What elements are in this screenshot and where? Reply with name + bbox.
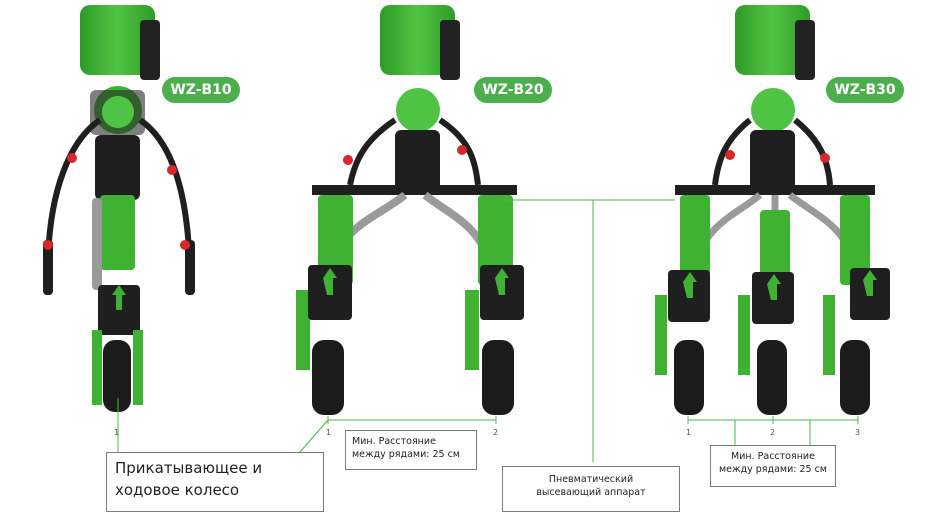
tick-label: 2 <box>493 428 499 437</box>
model-badge-wz-b30: WZ-B30 <box>826 77 904 103</box>
tick-label: 2 <box>770 428 776 437</box>
callout-press-wheel-line2: ходовое колесо <box>115 481 240 499</box>
callout-row-spacing-b20-line2: между рядами: 25 см <box>352 449 460 460</box>
tick-label: 1 <box>326 428 332 437</box>
callout-pneumatic-seeder-line1: Пневматический <box>548 474 634 485</box>
tick-label: 3 <box>855 428 861 437</box>
machine-wz-b20 <box>296 5 524 415</box>
callout-row-spacing-b30: Мин. Расстояние между рядами: 25 см <box>710 445 836 487</box>
callout-row-spacing-b20-line1: Мин. Расстояние <box>352 436 436 447</box>
machine-wz-b10 <box>43 5 195 412</box>
tick-label: 1 <box>114 428 120 437</box>
callout-row-spacing-b30-line1: Мин. Расстояние <box>731 451 815 462</box>
callout-row-spacing-b30-line2: между рядами: 25 см <box>719 464 827 475</box>
model-badge-wz-b10: WZ-B10 <box>162 77 240 103</box>
leader-lines <box>117 199 859 462</box>
callout-press-wheel-line1: Прикатывающее и <box>115 459 263 477</box>
callout-pneumatic-seeder-line2: высевающий аппарат <box>536 487 646 498</box>
machine-wz-b30 <box>655 5 890 415</box>
callout-press-wheel: Прикатывающее и ходовое колесо <box>106 452 324 512</box>
tick-label: 1 <box>686 428 692 437</box>
callout-row-spacing-b20: Мин. Расстояние между рядами: 25 см <box>345 430 477 470</box>
callout-pneumatic-seeder: Пневматический высевающий аппарат <box>502 466 680 512</box>
model-badge-wz-b20: WZ-B20 <box>474 77 552 103</box>
